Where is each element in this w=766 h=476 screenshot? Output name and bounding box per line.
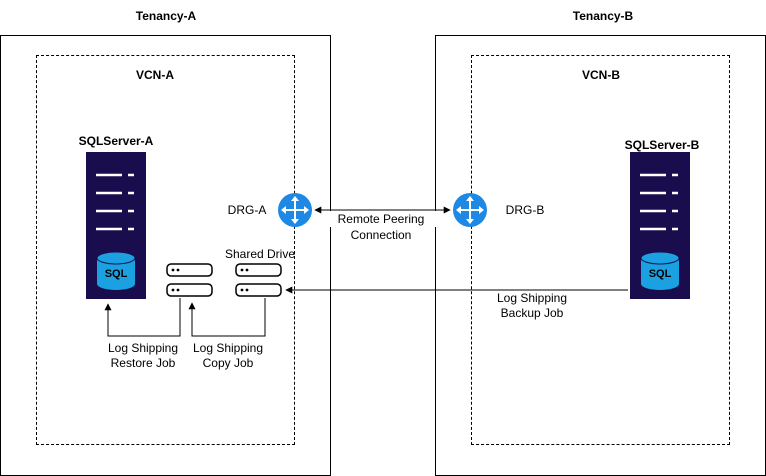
- server-a-title: SQLServer-A: [78, 134, 154, 148]
- drive-restore-top-icon: [166, 263, 213, 277]
- tenancy-a-box: [0, 35, 331, 476]
- backup-job-line1: Log Shipping: [496, 291, 568, 305]
- drg-b-label: DRG-B: [505, 203, 545, 217]
- backup-job-line2: Backup Job: [500, 306, 564, 320]
- server-a-db-label: SQL: [104, 268, 128, 280]
- shared-drive-top-icon: [235, 263, 282, 277]
- database-b-icon: [640, 251, 680, 290]
- drg-a-label: DRG-A: [227, 203, 267, 217]
- restore-job-line2: Restore Job: [110, 356, 176, 370]
- server-b-db-label: SQL: [648, 268, 672, 280]
- server-b-title: SQLServer-B: [624, 138, 700, 152]
- sql-server-a-icon: [86, 152, 146, 299]
- shared-drive-bottom-icon: [235, 283, 282, 297]
- sql-server-b-icon: [630, 152, 690, 299]
- peering-label-line1: Remote Peering: [326, 211, 436, 227]
- tenancy-b-title: Tenancy-B: [572, 9, 634, 23]
- drive-icons: [166, 263, 282, 297]
- vcn-a-title: VCN-A: [136, 68, 174, 82]
- vcn-b-title: VCN-B: [582, 68, 620, 82]
- tenancy-a-title: Tenancy-A: [135, 9, 197, 23]
- copy-job-line1: Log Shipping: [192, 341, 264, 355]
- shared-drive-label: Shared Drive: [224, 247, 296, 261]
- copy-job-line2: Copy Job: [202, 356, 254, 370]
- restore-job-line1: Log Shipping: [107, 341, 179, 355]
- peering-label-line2: Connection: [350, 228, 412, 242]
- drg-a-router-icon: [278, 193, 312, 227]
- vcn-a-box: [36, 55, 295, 445]
- restore-job-connector: [104, 298, 181, 337]
- drive-restore-bottom-icon: [166, 283, 213, 297]
- database-a-icon: [96, 251, 136, 290]
- vcn-b-box: [471, 55, 730, 445]
- drg-b-router-icon: [453, 193, 487, 227]
- copy-job-connector: [188, 298, 266, 337]
